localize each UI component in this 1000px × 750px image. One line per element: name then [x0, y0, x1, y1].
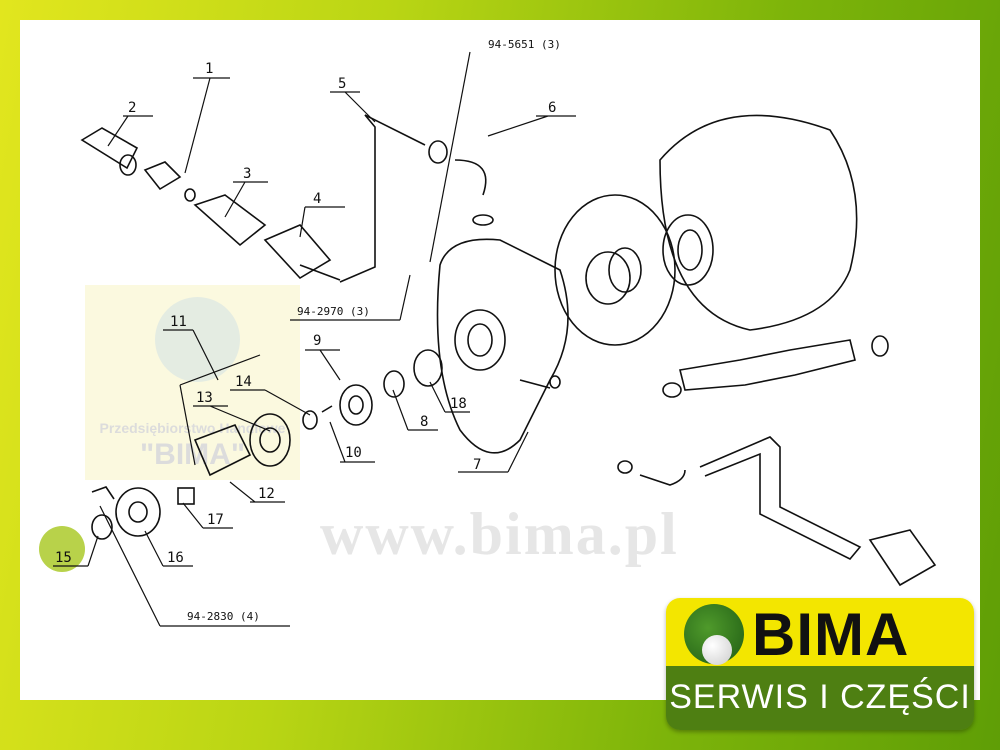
logo-tagline: SERWIS I CZĘŚCI: [666, 666, 974, 730]
part-label-8: 8: [420, 414, 428, 430]
part-label-5: 5: [338, 76, 346, 92]
part-label-7: 7: [473, 457, 481, 473]
bima-logo: BIMA SERWIS I CZĘŚCI: [666, 598, 974, 730]
part-label-9: 9: [313, 333, 321, 349]
logo-white-ball-icon: [702, 635, 732, 665]
highlight-circle: [39, 526, 85, 572]
part-label-18: 18: [450, 396, 467, 412]
part-label-10: 10: [345, 445, 362, 461]
leader-lines: [53, 51, 576, 627]
part-label-11: 11: [170, 314, 187, 330]
logo-name: BIMA: [752, 601, 910, 668]
part-label-2: 2: [128, 100, 136, 116]
part-label-3: 3: [243, 166, 251, 182]
part-label-16: 16: [167, 550, 184, 566]
watermark-url: www.bima.pl: [320, 501, 679, 567]
part-label-4: 4: [313, 191, 321, 207]
code-label-94-5651: 94-5651 (3): [488, 38, 561, 51]
part-label-1: 1: [205, 61, 213, 77]
part-label-17: 17: [207, 512, 224, 528]
parts-drawing: [80, 114, 937, 587]
part-label-14: 14: [235, 374, 252, 390]
part-label-15: 15: [55, 550, 72, 566]
code-label-94-2970: 94-2970 (3): [297, 305, 370, 318]
part-label-12: 12: [258, 486, 275, 502]
part-label-13: 13: [196, 390, 213, 406]
code-label-94-2830: 94-2830 (4): [187, 610, 260, 623]
part-label-6: 6: [548, 100, 556, 116]
